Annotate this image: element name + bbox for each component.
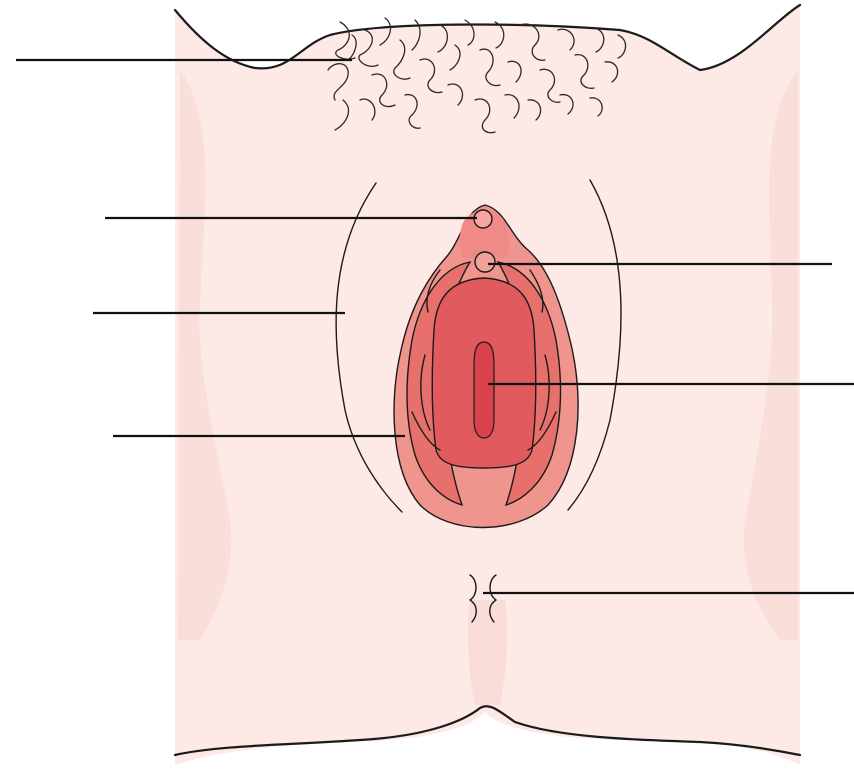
urethral-opening — [475, 252, 495, 272]
perineum-shading — [468, 600, 507, 705]
vaginal-opening — [474, 342, 494, 438]
